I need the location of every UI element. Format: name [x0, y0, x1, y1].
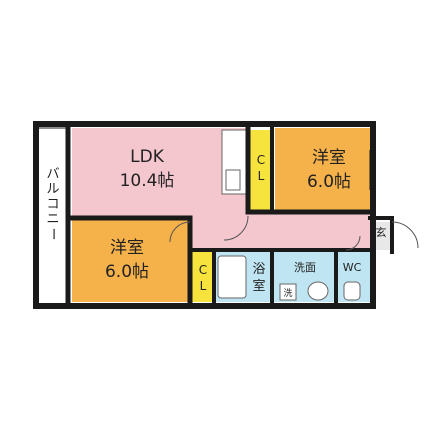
- toilet-bowl: [343, 281, 361, 301]
- washer-box: [279, 283, 297, 301]
- bathroom-label-top: 浴: [252, 262, 265, 277]
- ldk-size: 10.4帖: [120, 171, 175, 191]
- balcony-label-char: コ: [46, 197, 59, 212]
- outer-wall: [33, 121, 376, 309]
- ldk-fill-lower: [192, 208, 248, 248]
- closet-2-l: L: [200, 279, 207, 293]
- balcony-label-char: ー: [45, 227, 60, 240]
- balcony-area: [37, 127, 69, 307]
- washroom-name: 洗面: [294, 261, 316, 274]
- ldk-fill: [72, 128, 248, 216]
- door-entrance: [391, 221, 419, 249]
- toilet-name: WC: [343, 261, 362, 274]
- hall-fill: [248, 212, 370, 250]
- western-room-2-size: 6.0帖: [105, 262, 149, 282]
- bathroom-label-bottom: 室: [252, 278, 265, 294]
- balcony-label-char: ル: [46, 182, 59, 197]
- kitchen-sink: [225, 169, 241, 191]
- western-room-1-size: 6.0帖: [307, 172, 351, 192]
- closet-2-fill: [192, 252, 214, 302]
- entrance-name: 玄: [376, 225, 387, 239]
- washer-label: 洗: [283, 287, 292, 299]
- door-wc: [345, 235, 361, 251]
- ldk-name: LDK: [130, 147, 165, 167]
- balcony-label-char: バ: [46, 167, 59, 182]
- western-room-2-name: 洋室: [110, 238, 144, 258]
- closet-1-c: C: [257, 153, 265, 167]
- doors: [169, 215, 419, 251]
- wash-basin: [307, 281, 329, 301]
- western-room-2-fill: [72, 220, 190, 302]
- bathtub: [217, 255, 247, 299]
- door-ldk: [223, 215, 249, 241]
- balcony-label-char: ニ: [46, 212, 59, 227]
- closet-2-c: C: [199, 263, 207, 277]
- western-room-1-name: 洋室: [312, 148, 346, 168]
- closet-1-fill: [250, 130, 272, 210]
- closet-1-l: L: [258, 169, 265, 183]
- walls: [33, 121, 394, 309]
- western-room-1-fill: [275, 128, 370, 210]
- windows: [69, 140, 371, 292]
- door-western2: [169, 221, 191, 243]
